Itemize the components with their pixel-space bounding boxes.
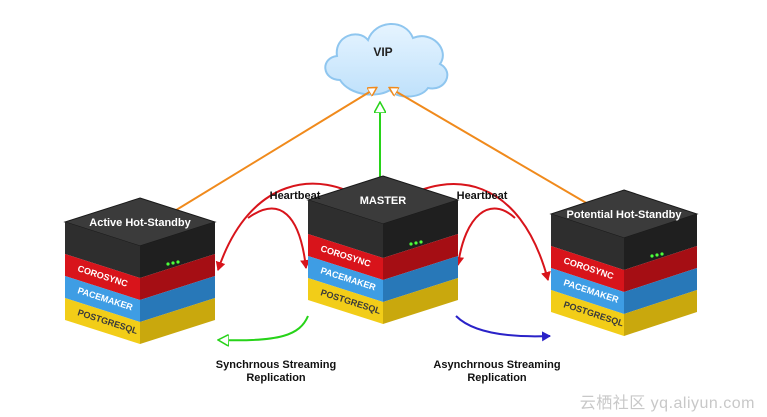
- status-led: [171, 261, 175, 265]
- layer-left-face: [65, 276, 140, 322]
- status-led: [176, 260, 180, 264]
- server-stack-1: Active Hot-StandbyCOROSYNCPACEMAKERPOSTG…: [63, 197, 217, 344]
- vip-cloud: VIP: [324, 23, 449, 98]
- sync-replication-label: Synchrnous Streaming Replication: [206, 359, 346, 385]
- server-box-right-face: [383, 200, 458, 258]
- standby-to-vip-line: [149, 88, 376, 227]
- heartbeat-potential-to-master: [454, 207, 516, 266]
- status-led: [414, 241, 418, 245]
- async-replication-label: Asynchrnous Streaming Replication: [424, 359, 570, 385]
- layer-left-face: [308, 256, 383, 302]
- async-replication-arrow: [455, 315, 551, 342]
- layer-left-face: [551, 290, 624, 336]
- layer-left-face: [308, 278, 383, 324]
- layer-right-face: [140, 254, 215, 300]
- heartbeat-right-label: Heartbeat: [456, 190, 508, 202]
- layer-left-face: [551, 268, 624, 314]
- layer-right-face: [140, 276, 215, 322]
- server-title: MASTER: [360, 195, 407, 207]
- server-title: Active Hot-Standby: [89, 217, 191, 229]
- async-label-line2: Replication: [467, 372, 527, 384]
- server-box-left-face: [551, 214, 624, 270]
- layer-right-face: [383, 256, 458, 302]
- layer-right-face: [383, 234, 458, 280]
- status-led: [660, 252, 664, 256]
- server-box-right-face: [624, 214, 697, 270]
- layer-left-face: [65, 298, 140, 344]
- heartbeat-left-label: Heartbeat: [269, 190, 321, 202]
- servers-group: Active Hot-StandbyCOROSYNCPACEMAKERPOSTG…: [63, 175, 699, 344]
- status-led: [650, 254, 654, 258]
- layer-right-face: [140, 298, 215, 344]
- layer-right-face: [383, 278, 458, 324]
- layer-left-face: [308, 234, 383, 280]
- status-led: [166, 262, 170, 266]
- sync-label-line1: Synchrnous Streaming: [215, 359, 337, 371]
- status-led: [419, 240, 423, 244]
- server-box-left-face: [65, 222, 140, 278]
- layer-left-face: [65, 254, 140, 300]
- heartbeat-active-to-master: [247, 207, 311, 269]
- sync-label-line2: Replication: [246, 372, 306, 384]
- sync-replication-arrow: [220, 315, 309, 340]
- layer-right-face: [624, 268, 697, 314]
- server-stack-3: Potential Hot-StandbyCOROSYNCPACEMAKERPO…: [549, 189, 699, 336]
- potential-to-vip-line: [390, 88, 613, 219]
- async-label-line1: Asynchrnous Streaming: [433, 359, 561, 371]
- watermark: 云栖社区 yq.aliyun.com: [579, 395, 755, 412]
- vip-label: VIP: [373, 45, 392, 59]
- layer-left-face: [551, 246, 624, 292]
- layer-right-face: [624, 290, 697, 336]
- status-led: [655, 253, 659, 257]
- layer-right-face: [624, 246, 697, 292]
- status-led: [409, 242, 413, 246]
- server-box-right-face: [140, 222, 215, 278]
- server-title: Potential Hot-Standby: [567, 209, 683, 221]
- server-box-left-face: [308, 200, 383, 258]
